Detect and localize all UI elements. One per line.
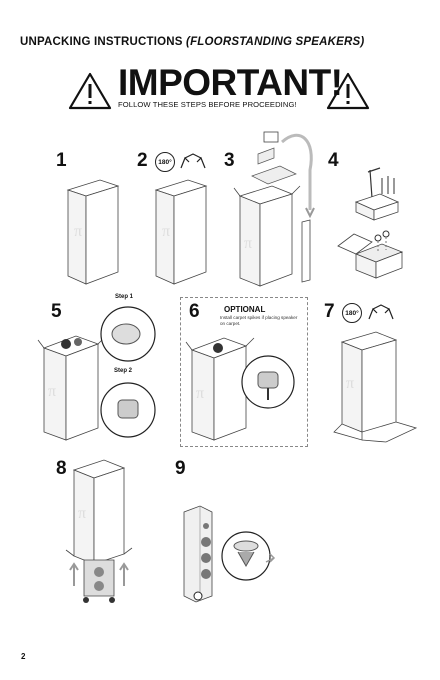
svg-text:π: π [196, 385, 204, 402]
step-number: 1 [56, 150, 67, 171]
step-number: 8 [56, 458, 67, 479]
page-title-paren: (FLOORSTANDING SPEAKERS) [186, 36, 365, 48]
lift-box-off-speaker-illustration: π [65, 459, 133, 603]
page-title: UNPACKING INSTRUCTIONS (FLOORSTANDING SP… [20, 36, 365, 48]
attach-feet-illustration [183, 505, 276, 603]
rotate-180-icon: 180° [155, 152, 175, 172]
sub-step-label: Step 2 [114, 368, 133, 374]
step-number: 6 [189, 301, 200, 322]
open-box-remove-foam-illustration: π [233, 131, 315, 287]
svg-text:π: π [78, 505, 86, 522]
optional-step-box [180, 297, 308, 447]
install-spikes-illustration: π [185, 337, 295, 441]
svg-text:π: π [346, 375, 354, 392]
step-number: 4 [328, 150, 339, 171]
step-number: 9 [175, 458, 186, 479]
optional-title: OPTIONAL [224, 305, 266, 314]
sub-step-label: Step 1 [115, 294, 134, 300]
accessory-boxes-illustration [337, 167, 404, 279]
remove-feet-illustration: π [37, 306, 156, 441]
step-number: 2 [137, 150, 148, 171]
step-number: 7 [324, 301, 335, 322]
warning-triangle-icon [326, 72, 370, 110]
svg-text:π: π [48, 383, 56, 400]
svg-text:π: π [74, 223, 82, 240]
warning-triangle-icon [68, 72, 112, 110]
flipped-box-illustration: π [333, 331, 418, 443]
hands-lift-icon [368, 304, 394, 320]
important-subtitle: FOLLOW THESE STEPS BEFORE PROCEEDING! [118, 100, 297, 109]
important-headline: IMPORTANT! [118, 62, 343, 103]
optional-description: Install carpet spikes if placing speaker… [220, 315, 298, 326]
speaker-box-illustration: π [154, 179, 208, 285]
hands-lift-icon [180, 153, 206, 169]
svg-text:π: π [244, 235, 252, 252]
page-number: 2 [21, 652, 26, 661]
step-number: 5 [51, 301, 62, 322]
step-number: 3 [224, 150, 235, 171]
speaker-box-illustration: π [66, 179, 120, 285]
svg-text:π: π [162, 223, 170, 240]
rotate-180-icon: 180° [342, 303, 362, 323]
